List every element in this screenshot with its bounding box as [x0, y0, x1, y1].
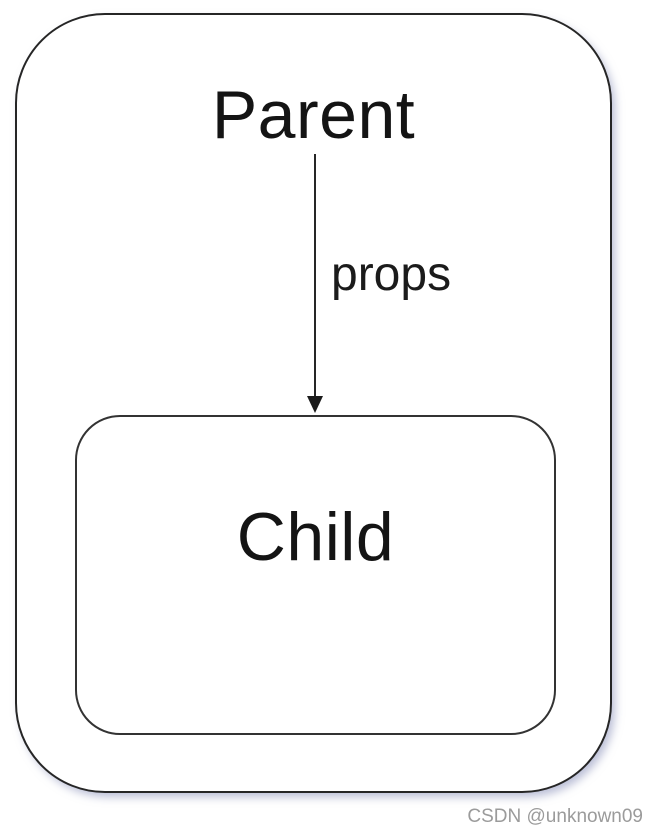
- parent-box-label: Parent: [211, 77, 416, 153]
- props-arrowhead-icon: [307, 396, 323, 413]
- child-box: Child: [75, 415, 556, 735]
- props-arrow-line: [314, 154, 316, 397]
- parent-box: Parent props Child: [15, 13, 612, 793]
- watermark: CSDN @unknown09: [467, 806, 643, 827]
- child-box-label: Child: [236, 499, 395, 575]
- props-arrow-label: props: [331, 248, 452, 301]
